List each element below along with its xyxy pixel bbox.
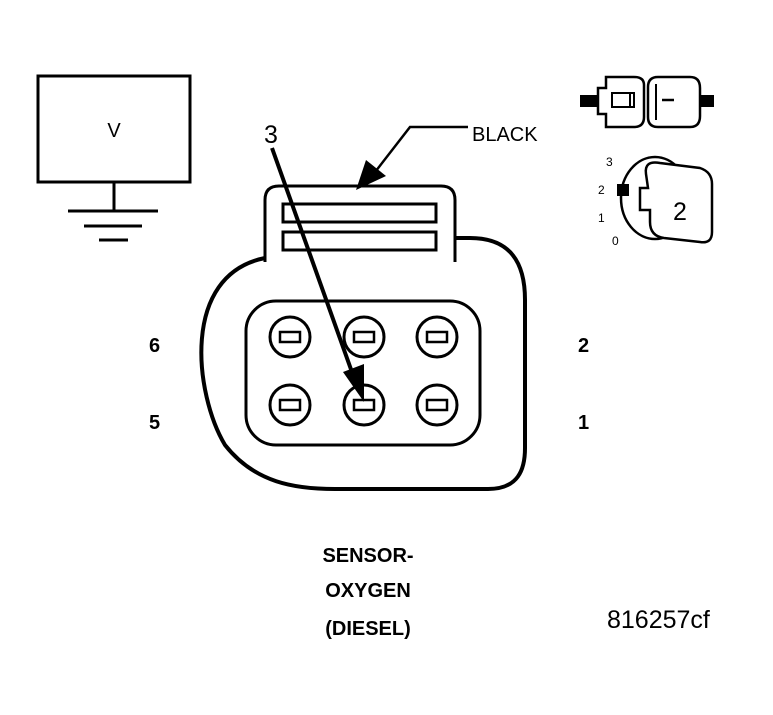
wire-color-label: BLACK <box>472 124 538 146</box>
key-position-3: 3 <box>606 155 613 169</box>
caption-line-2: OXYGEN <box>325 580 411 602</box>
voltmeter-box <box>36 74 192 184</box>
disconnected-connector-icon <box>580 75 714 129</box>
pin-label-2: 2 <box>578 335 589 357</box>
lock-slot-lower <box>281 230 438 252</box>
wire-color-arrowhead-icon <box>356 160 386 190</box>
probe-pin-label: 3 <box>264 121 278 149</box>
caption-line-1: SENSOR- <box>322 545 413 567</box>
ignition-key-icon: 3 2 1 0 2 <box>598 155 714 248</box>
figure-code: 816257cf <box>607 606 710 634</box>
pin-label-6: 6 <box>149 335 160 357</box>
terminal-2 <box>415 315 459 359</box>
connector-outline <box>199 236 527 491</box>
key-position-2: 2 <box>598 183 605 197</box>
key-selected-position: 2 <box>673 198 687 226</box>
key-position-0: 0 <box>612 234 619 248</box>
voltmeter: V <box>36 74 192 242</box>
voltmeter-symbol: V <box>107 120 121 142</box>
wire-color-callout: BLACK <box>356 124 538 190</box>
ground-icon <box>68 209 158 242</box>
pin-label-5: 5 <box>149 412 160 434</box>
lock-slot-upper <box>281 202 438 224</box>
terminals <box>268 315 459 427</box>
key-position-1: 1 <box>598 211 605 225</box>
terminal-5 <box>268 383 312 427</box>
caption: SENSOR- OXYGEN (DIESEL) <box>322 545 413 640</box>
caption-line-3: (DIESEL) <box>325 618 411 640</box>
terminal-1 <box>415 383 459 427</box>
pin-label-1: 1 <box>578 412 589 434</box>
probe-arrowhead-icon <box>343 364 364 402</box>
terminal-6 <box>268 315 312 359</box>
terminal-4 <box>342 315 386 359</box>
probe-arrow: 3 <box>264 121 364 402</box>
